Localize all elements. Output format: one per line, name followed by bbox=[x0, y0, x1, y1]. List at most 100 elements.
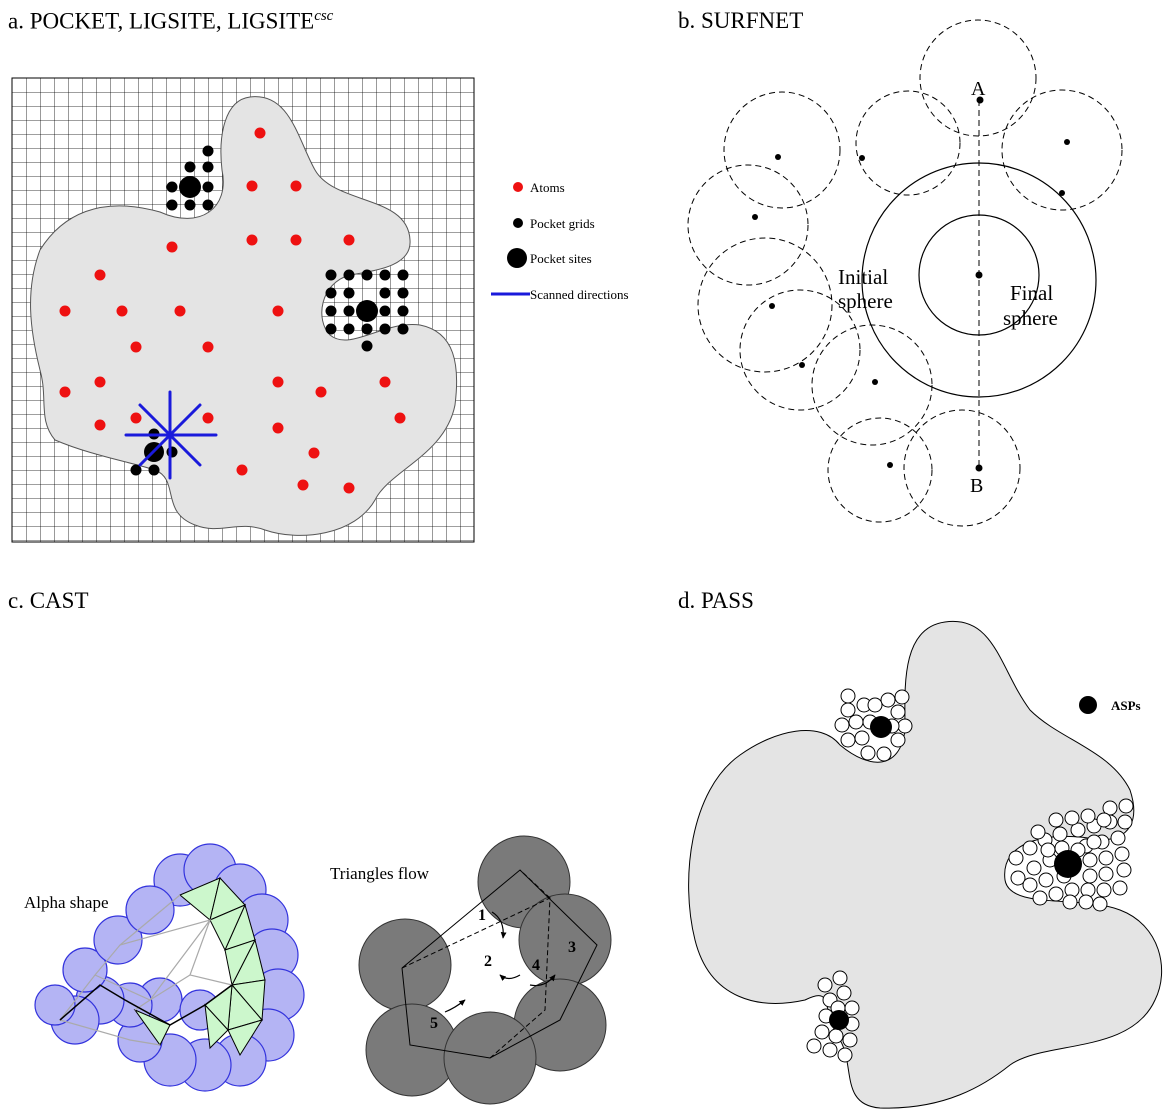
label-a: A bbox=[971, 78, 986, 100]
atom bbox=[116, 305, 128, 317]
pocket-grid-point bbox=[166, 181, 178, 193]
alpha-sphere-probe bbox=[1026, 860, 1042, 876]
alpha-shape-label: Alpha shape bbox=[24, 893, 109, 912]
pocket-grid-point bbox=[397, 305, 409, 317]
alpha-sphere-probe bbox=[1064, 810, 1080, 826]
alpha-sphere-probe bbox=[814, 1024, 830, 1040]
pocket-grid-point bbox=[397, 323, 409, 335]
atom bbox=[59, 305, 71, 317]
final-sphere-label-1: Final bbox=[1010, 281, 1053, 305]
alpha-sphere-probe bbox=[1096, 812, 1112, 828]
pocket-site bbox=[179, 176, 201, 198]
asp-center bbox=[829, 1010, 849, 1030]
alpha-sphere-probe bbox=[1030, 824, 1046, 840]
label-b: B bbox=[970, 475, 983, 497]
panel-b: A B Initial sphere Final sphere bbox=[687, 19, 1123, 527]
alpha-sphere-probe bbox=[890, 704, 906, 720]
pocket-grid-point bbox=[325, 323, 337, 335]
legend-atom-marker bbox=[513, 182, 523, 192]
flow-step-3: 3 bbox=[568, 939, 576, 956]
pocket-grid-point bbox=[343, 305, 355, 317]
pocket-grid-point bbox=[361, 269, 373, 281]
alpha-sphere-probe bbox=[822, 1042, 838, 1058]
alpha-sphere-probe bbox=[836, 985, 852, 1001]
alpha-sphere-probe bbox=[848, 714, 864, 730]
alpha-sphere-probe bbox=[1112, 880, 1128, 896]
alpha-sphere-probe bbox=[840, 732, 856, 748]
atom bbox=[246, 234, 258, 246]
legend-scanned-label: Scanned directions bbox=[530, 287, 629, 302]
alpha-sphere-probe bbox=[854, 730, 870, 746]
triangles-flow: 1 2 3 4 5 bbox=[358, 835, 612, 1105]
pocket-grid-point bbox=[130, 464, 142, 476]
atom bbox=[59, 386, 71, 398]
triangles-flow-label: Triangles flow bbox=[330, 864, 430, 883]
pocket-grid-point bbox=[379, 323, 391, 335]
pocket-grid-points bbox=[130, 145, 409, 476]
alpha-sphere-probe bbox=[840, 688, 856, 704]
alpha-sphere-probe bbox=[1040, 842, 1056, 858]
atom bbox=[308, 447, 320, 459]
probe-spheres bbox=[687, 19, 1123, 527]
alpha-balls bbox=[34, 843, 305, 1092]
pocket-grid-point bbox=[361, 323, 373, 335]
atom bbox=[130, 341, 142, 353]
atom bbox=[236, 464, 248, 476]
alpha-sphere-probe bbox=[1118, 798, 1134, 814]
pocket-grid-point bbox=[184, 161, 196, 173]
pocket-grid-point bbox=[202, 145, 214, 157]
panel-c-title: c. CAST bbox=[8, 588, 89, 613]
panel-b-title: b. SURFNET bbox=[678, 8, 804, 33]
pocket-grid-point bbox=[397, 269, 409, 281]
atom bbox=[130, 412, 142, 424]
pocket-grid-point bbox=[148, 464, 160, 476]
atom bbox=[272, 376, 284, 388]
initial-sphere-label-2: sphere bbox=[838, 289, 893, 313]
pocket-grid-point bbox=[325, 305, 337, 317]
atom-centers bbox=[752, 96, 1070, 472]
pocket-grid-point bbox=[361, 340, 373, 352]
atom bbox=[297, 479, 309, 491]
pocket-site bbox=[356, 300, 378, 322]
alpha-sphere-probe bbox=[1110, 830, 1126, 846]
legend-grid-marker bbox=[513, 218, 523, 228]
alpha-sphere-probe bbox=[1078, 894, 1094, 910]
alpha-sphere-probe bbox=[834, 717, 850, 733]
alpha-sphere-probe bbox=[1062, 894, 1078, 910]
pocket-grid-point bbox=[343, 287, 355, 299]
protein-surface bbox=[688, 620, 1162, 1109]
pocket-grid-point bbox=[166, 446, 178, 458]
alpha-sphere-probe bbox=[894, 689, 910, 705]
alpha-sphere-probe bbox=[1022, 840, 1038, 856]
pocket-grid-point bbox=[166, 199, 178, 211]
alpha-sphere-probe bbox=[1010, 870, 1026, 886]
pocket-grid-point bbox=[202, 161, 214, 173]
alpha-sphere-probe bbox=[1022, 877, 1038, 893]
legend-a: Atoms Pocket grids Pocket sites Scanned … bbox=[491, 180, 629, 302]
flow-step-1: 1 bbox=[478, 907, 486, 924]
atom bbox=[394, 412, 406, 424]
alpha-sphere-probe bbox=[897, 718, 913, 734]
legend-site-marker bbox=[507, 248, 527, 268]
pocket-grid-point bbox=[202, 181, 214, 193]
initial-sphere-label-1: Initial bbox=[838, 265, 888, 289]
alpha-sphere-probe bbox=[832, 970, 848, 986]
legend-atoms-label: Atoms bbox=[530, 180, 565, 195]
legend-pocket-grids-label: Pocket grids bbox=[530, 216, 595, 231]
pocket-grid-point bbox=[325, 269, 337, 281]
flow-step-4: 4 bbox=[532, 957, 540, 974]
asp-center bbox=[1054, 850, 1082, 878]
alpha-sphere-probe bbox=[842, 1032, 858, 1048]
flow-edges bbox=[401, 869, 598, 1059]
pocket-grid-point bbox=[184, 199, 196, 211]
alpha-sphere-probe bbox=[1086, 834, 1102, 850]
alpha-sphere-probe bbox=[1102, 800, 1118, 816]
legend-asps-label: ASPs bbox=[1111, 698, 1141, 713]
panel-d: ASPs bbox=[688, 620, 1162, 1109]
panel-c: Alpha shape 1 2 3 4 5 bbox=[24, 835, 612, 1105]
alpha-sphere-probe bbox=[837, 1047, 853, 1063]
pocket-grid-point bbox=[325, 287, 337, 299]
asp-centers bbox=[829, 716, 1082, 1030]
pocket-grid-point bbox=[202, 199, 214, 211]
alpha-sphere-probe bbox=[1048, 812, 1064, 828]
